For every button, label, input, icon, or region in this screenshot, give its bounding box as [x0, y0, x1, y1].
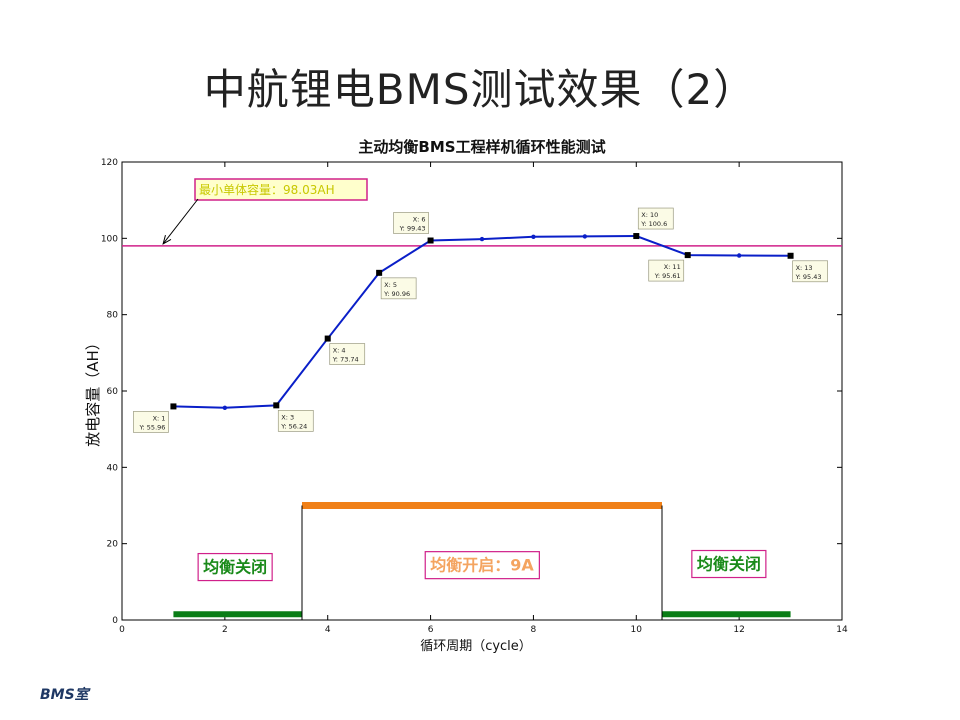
footer-label: BMS室 [40, 687, 89, 703]
chart-title: 主动均衡BMS工程样机循环性能测试 [358, 138, 605, 156]
datatip-x-text: X: 13 [796, 264, 813, 272]
x-tick-label: 8 [531, 625, 537, 635]
datatip-y-text: Y: 95.43 [795, 273, 822, 281]
datatip-y-text: Y: 73.74 [332, 356, 359, 364]
axis-ticks: 0 2 4 6 8 10 12 14 0 20 40 60 80 100 120 [101, 158, 848, 635]
datatip-marker [787, 252, 794, 259]
datatip-x-text: X: 5 [384, 281, 397, 289]
datatip-x-text: X: 10 [641, 211, 658, 219]
x-tick-label: 12 [733, 625, 744, 635]
x-tick-label: 10 [631, 625, 643, 635]
datatip-marker [170, 403, 177, 410]
slide-title: 中航锂电BMS测试效果（2） [203, 65, 757, 114]
y-tick-label: 40 [107, 463, 119, 473]
balance-off-label: 均衡关闭 [203, 558, 267, 577]
x-tick-label: 14 [836, 625, 848, 635]
datatip-y-text: Y: 95.61 [654, 272, 681, 280]
x-axis-label: 循环周期（cycle） [420, 639, 532, 654]
datatip-y-text: Y: 56.24 [280, 422, 307, 430]
datatip-marker [633, 233, 640, 240]
datatip-x-text: X: 6 [413, 216, 426, 224]
datatip-box [648, 259, 685, 282]
datatip-box [277, 410, 314, 432]
series-point [479, 236, 485, 242]
balance-bars [173, 502, 791, 620]
y-tick-label: 100 [101, 234, 118, 244]
datatip-box [637, 207, 674, 230]
callout-arrow-head [162, 235, 172, 245]
x-tick-label: 0 [119, 625, 125, 635]
datatip-x-text: X: 11 [664, 263, 681, 271]
datatip-marker [684, 252, 691, 259]
callout-arrow-shaft [162, 198, 199, 245]
series-point [531, 234, 536, 240]
datatip-box [329, 343, 366, 365]
balance-label-box [424, 551, 540, 580]
datatip-y-text: Y: 90.96 [383, 290, 410, 298]
series-point [222, 405, 228, 410]
datatip-y-text: Y: 55.96 [138, 423, 165, 431]
datatip-x-text: X: 4 [333, 347, 346, 355]
threshold-callout-box [194, 178, 368, 201]
y-tick-label: 80 [107, 311, 119, 321]
datatip-box [393, 212, 429, 234]
balance-on-label: 均衡开启：9A [430, 556, 534, 575]
datatip-box [792, 260, 828, 283]
datatip-y-text: Y: 100.6 [640, 220, 667, 228]
datatip-marker [427, 237, 434, 244]
datatip-x-text: X: 1 [153, 414, 166, 422]
balance-label-group: 均衡关闭 均衡开启：9A 均衡关闭 [197, 549, 767, 582]
series-point [736, 253, 742, 258]
balance-off-label: 均衡关闭 [697, 555, 761, 574]
y-tick-label: 20 [107, 540, 119, 550]
x-tick-label: 6 [428, 625, 434, 635]
datatip-group: X: 1Y: 55.96 X: 3Y: 56.24 X: 4Y: 73.74 X: 5… [133, 207, 828, 433]
datatip-marker [273, 402, 280, 409]
datatip-marker [376, 269, 383, 276]
x-tick-label: 4 [325, 625, 331, 635]
datatip-box [380, 277, 417, 300]
datatip-y-text: Y: 99.43 [399, 225, 426, 233]
balance-label-box [197, 552, 273, 582]
datatip-marker [324, 335, 331, 342]
balance-label-box [691, 549, 767, 579]
datatip-x-text: X: 3 [281, 413, 294, 421]
y-tick-label: 120 [101, 158, 118, 168]
datatip-box [133, 411, 169, 433]
threshold-group: 最小单体容量：98.03AH [122, 178, 842, 247]
threshold-callout-label: 最小单体容量：98.03AH [199, 182, 335, 197]
y-tick-label: 60 [107, 387, 119, 397]
x-tick-label: 2 [222, 625, 228, 635]
y-axis-label: 放电容量（AH） [84, 335, 102, 447]
series-point [582, 234, 588, 239]
y-tick-label: 0 [112, 616, 118, 626]
